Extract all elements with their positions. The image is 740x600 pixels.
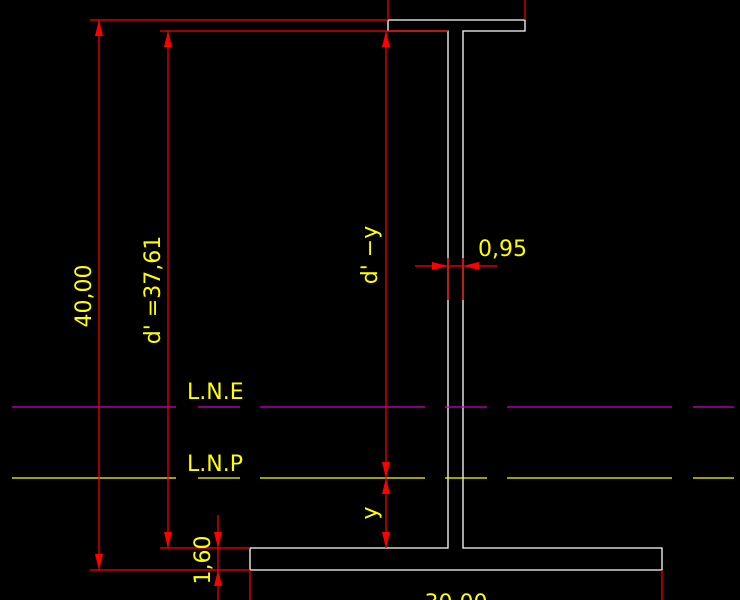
effective-depth-label: d' =37,61	[141, 236, 166, 344]
flange-width-label: 30,00	[425, 591, 488, 600]
web-thickness-label: 0,95	[478, 237, 527, 262]
arrow-lower-top	[382, 478, 390, 494]
lower-part-label: y	[358, 506, 383, 519]
dimension-arrowheads	[95, 20, 479, 586]
dimension-lines	[90, 0, 663, 600]
arrow-web-right	[463, 262, 479, 270]
flange-thickness-label: 1,60	[191, 536, 216, 585]
total-height-label: 40,00	[72, 265, 97, 328]
arrow-lower-bottom	[382, 532, 390, 548]
i-beam-outline-top	[249, 19, 663, 571]
arrow-total-bottom	[95, 554, 103, 570]
arrow-depth-bottom	[164, 532, 172, 548]
arrow-depth-top	[164, 31, 172, 47]
arrow-total-top	[95, 20, 103, 36]
upper-part-label: d' −y	[358, 226, 383, 284]
plastic-neutral-axis-label: L.N.P	[187, 452, 243, 477]
i-beam-section	[249, 19, 663, 571]
arrow-upper-top	[382, 31, 390, 47]
arrow-flange-bottom	[214, 570, 222, 586]
arrow-web-left	[432, 262, 448, 270]
elastic-neutral-axis-label: L.N.E	[187, 380, 244, 405]
arrow-flange-top	[214, 532, 222, 548]
arrow-upper-bottom	[382, 462, 390, 478]
